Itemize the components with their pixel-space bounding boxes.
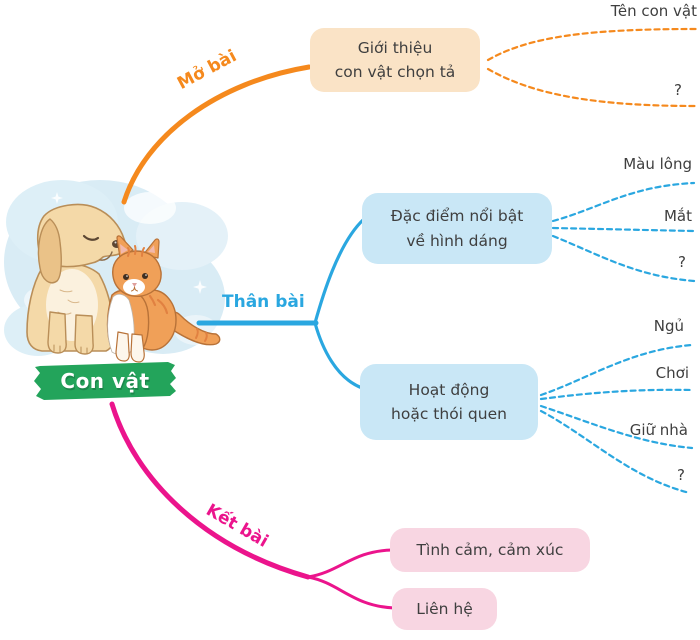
- node-dac-diem-line1: Đặc điểm nổi bật: [390, 207, 524, 226]
- leaf-mat: Mắt: [663, 207, 692, 225]
- branch-label-than-bai: Thân bài: [222, 292, 305, 312]
- kitten-leg: [115, 331, 130, 362]
- kitten-eye: [123, 274, 129, 280]
- body-branch-curve: [196, 181, 696, 495]
- node-dac-diem: Đặc điểm nổi bật về hình dáng: [362, 193, 552, 264]
- leaf-choi: Chơi: [655, 364, 689, 382]
- node-hoat-dong-line2: hoặc thói quen: [391, 405, 507, 423]
- node-hoat-dong-line1: Hoạt động: [408, 380, 490, 399]
- kitten-muzzle: [123, 279, 145, 295]
- leaf-ten-con-vat: Tên con vật: [610, 2, 697, 20]
- leaf-mau-long: Màu lông: [623, 155, 692, 173]
- puppy-leg: [47, 311, 67, 354]
- sparkle-icon: [51, 192, 63, 204]
- conclusion-branch-curve: [109, 401, 396, 610]
- node-gioi-thieu-line1: Giới thiệu: [357, 38, 433, 57]
- puppy-mouth: [99, 251, 113, 261]
- intro-branch-curve: [121, 27, 699, 205]
- node-gioi-thieu-line2: con vật chọn tả: [334, 63, 456, 81]
- node-hoat-dong: Hoạt động hoặc thói quen: [360, 364, 538, 440]
- kitten-nose: [132, 283, 137, 287]
- puppy-ear: [37, 218, 62, 284]
- node-lien-he: Liên hệ: [392, 588, 497, 630]
- leaf-ngu: Ngủ: [653, 317, 684, 335]
- puppy-illustration: [26, 203, 127, 355]
- sparkle-icon: [193, 280, 207, 294]
- center-node-label: Con vật: [60, 368, 150, 393]
- kitten-eye: [142, 273, 148, 279]
- node-dac-diem-line2: về hình dáng: [406, 231, 508, 250]
- leaf-habits-question: ?: [677, 466, 685, 484]
- kitten-illustration: [106, 235, 221, 363]
- center-label-brush: [34, 362, 176, 400]
- kitten-mouth: [131, 286, 138, 292]
- leaf-appearance-question: ?: [678, 253, 686, 271]
- leaf-giu-nha: Giữ nhà: [629, 421, 688, 439]
- leaf-intro-question: ?: [674, 81, 682, 99]
- node-tinh-cam: Tình cảm, cảm xúc: [390, 528, 590, 572]
- kitten-leg: [130, 333, 145, 363]
- node-gioi-thieu: Giới thiệu con vật chọn tả: [310, 28, 480, 92]
- puppy-eye: [82, 234, 100, 241]
- puppy-leg: [74, 314, 94, 355]
